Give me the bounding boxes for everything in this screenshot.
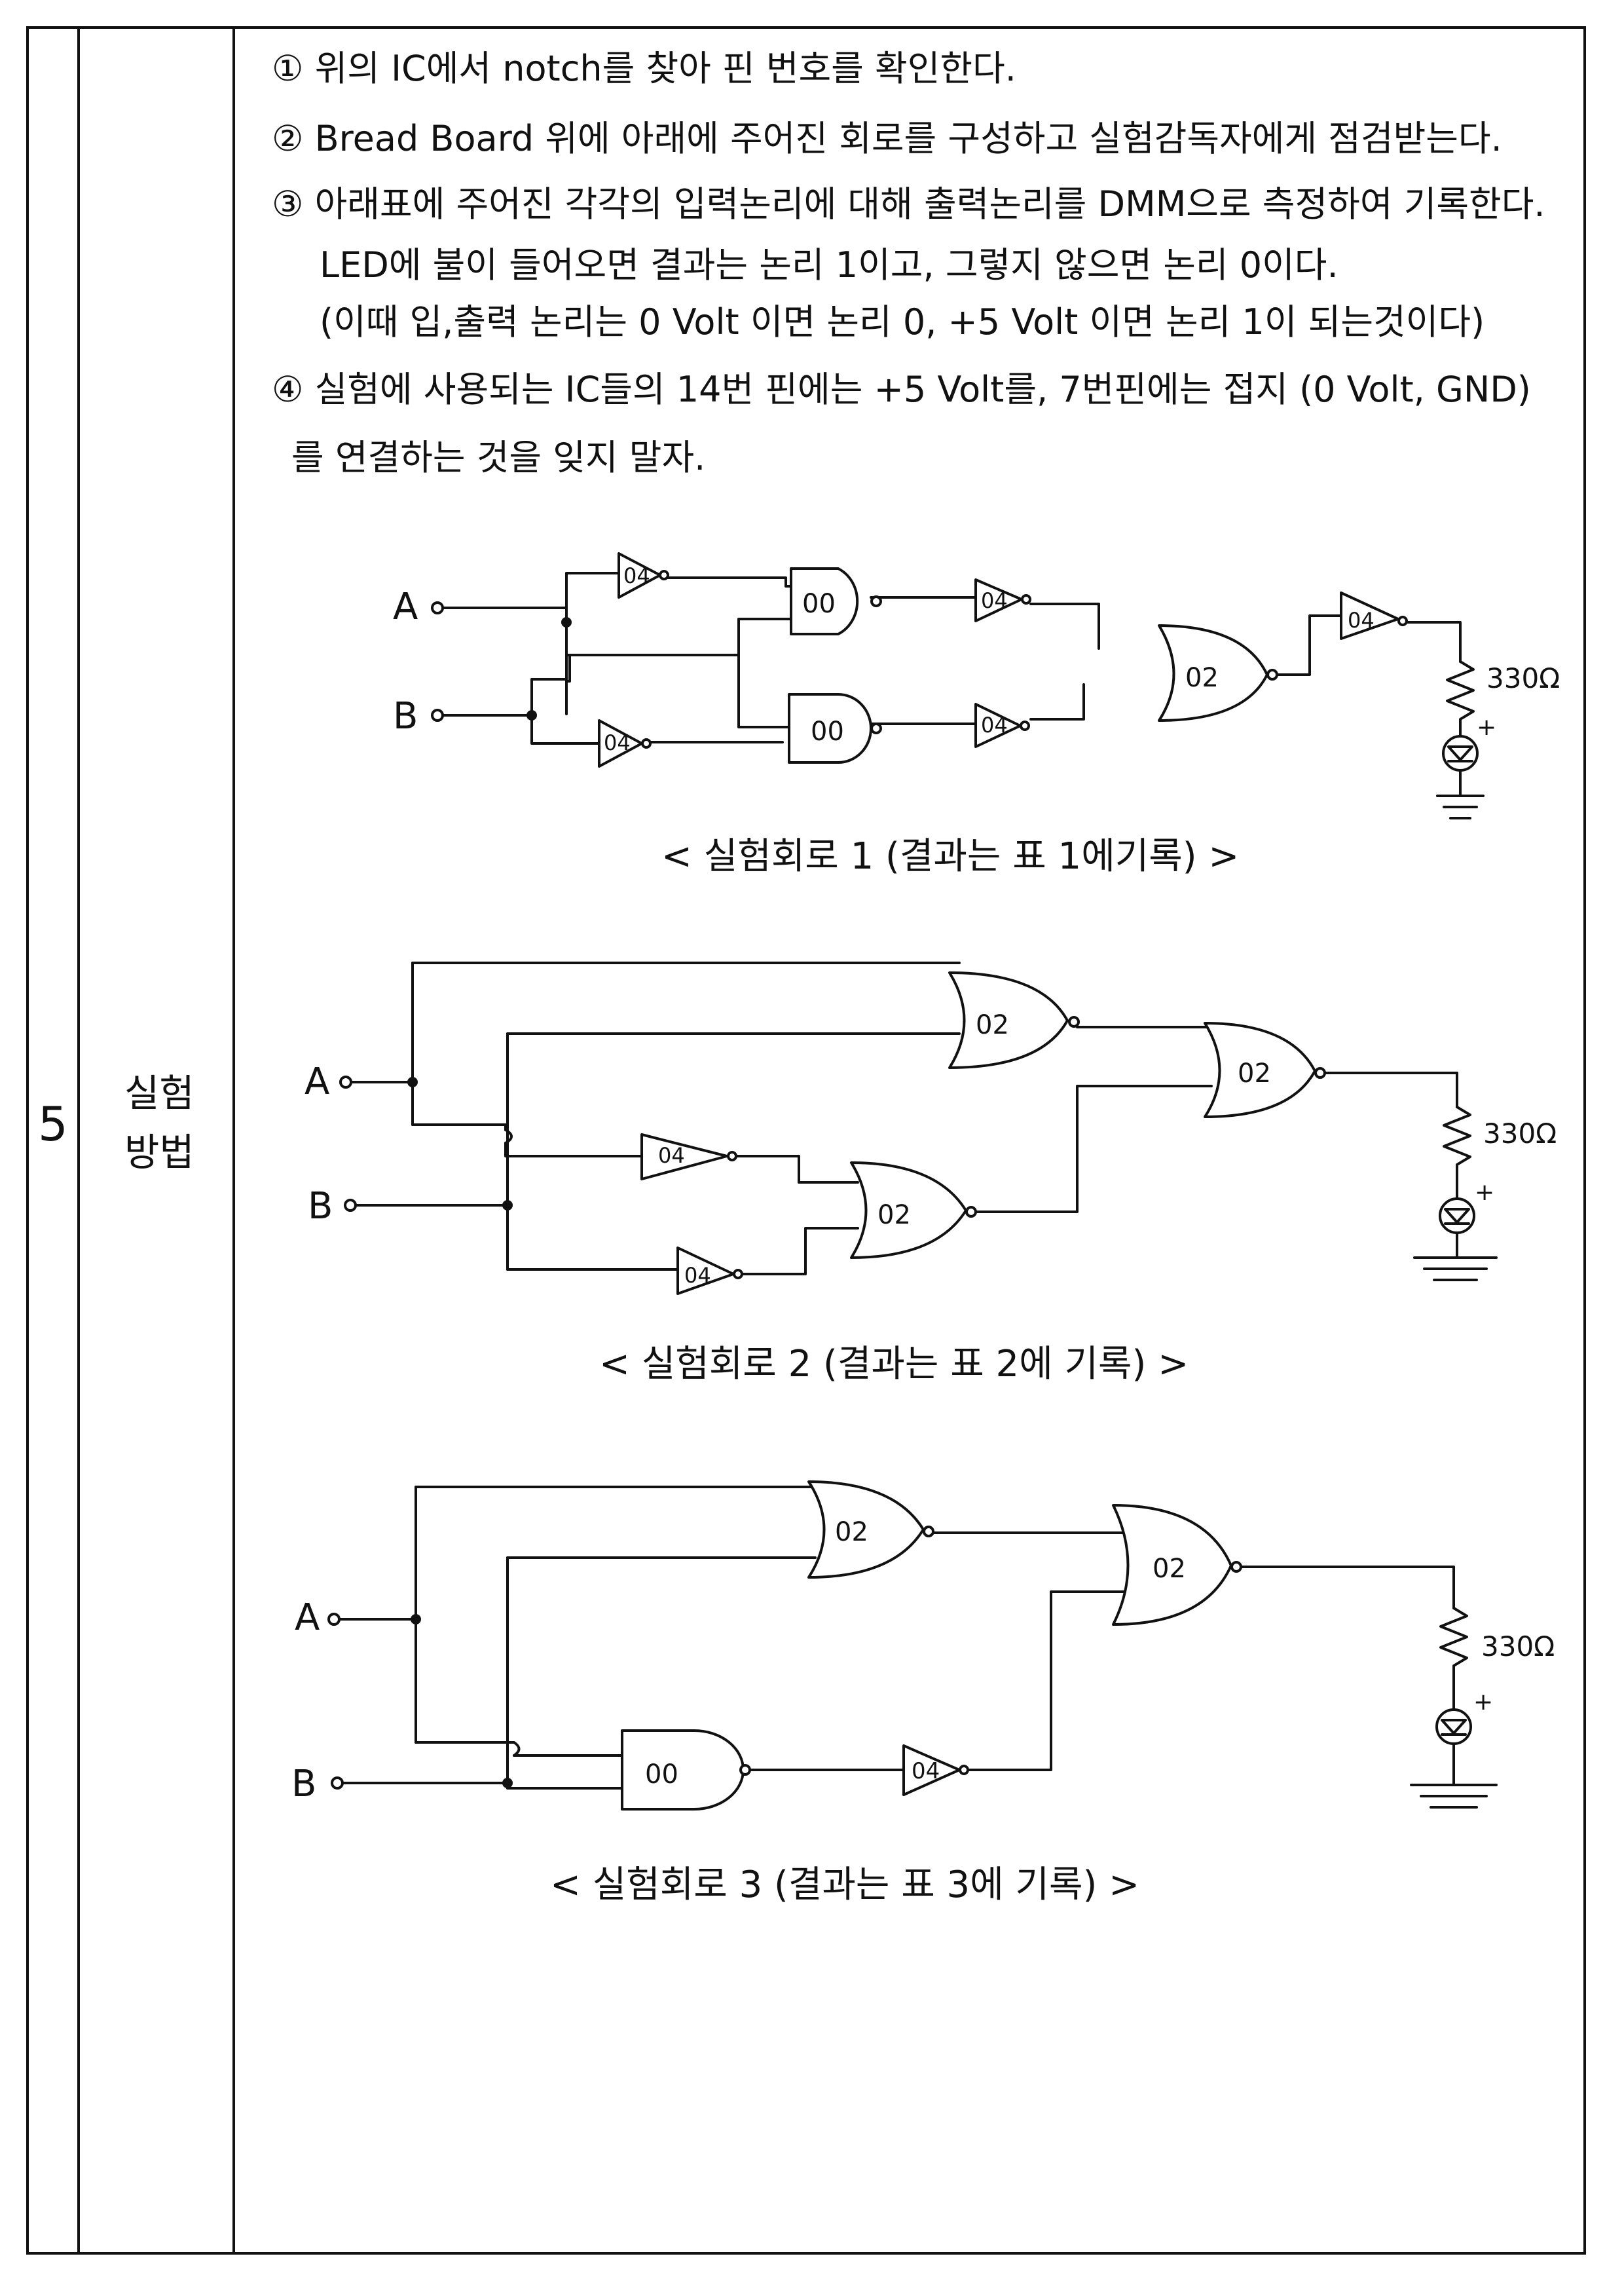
circuit-2-caption: < 실험회로 2 (결과는 표 2에 기록) >	[599, 1343, 1189, 1385]
instruction-step-3-cont: LED에 불이 들어오면 결과는 논리 1이고, 그렇지 않으면 논리 0이다.	[320, 244, 1338, 286]
svg-text:04: 04	[604, 730, 631, 755]
svg-text:02: 02	[1153, 1554, 1186, 1584]
svg-text:04: 04	[981, 713, 1008, 738]
circuit-2-resistor-label: 330Ω	[1483, 1117, 1557, 1150]
frame-left-border	[26, 26, 29, 2253]
circuit-2: A B 02	[304, 962, 1557, 1295]
circuit-3-junction	[411, 1614, 421, 1624]
frame-column-divider-2	[232, 26, 235, 2253]
circuit-1-input-a-label: A	[393, 586, 418, 628]
circuit-1-resistor-label: 330Ω	[1486, 662, 1560, 694]
circuit-2-input-a-terminal	[339, 1076, 352, 1089]
circuit-2-led-indicator	[1439, 1197, 1475, 1234]
circuit-3-resistor-label: 330Ω	[1481, 1630, 1555, 1662]
circuit-3-led-indicator	[1435, 1708, 1472, 1745]
instruction-step-3-note: (이때 입,출력 논리는 0 Volt 이면 논리 0, +5 Volt 이면 …	[320, 301, 1485, 343]
circuit-3-nor-gate-02: 02	[807, 1480, 934, 1579]
circuit-2-junction	[502, 1200, 513, 1211]
frame-top-border	[26, 26, 1586, 29]
circuit-2-led-plus: +	[1475, 1179, 1494, 1206]
instruction-step-4: ④ 실험에 사용되는 IC들의 14번 핀에는 +5 Volt를, 7번핀에는 …	[272, 369, 1531, 410]
section-title-line1: 실험	[124, 1071, 194, 1116]
svg-text:00: 00	[802, 589, 836, 619]
circuit-1-wires	[441, 572, 1485, 819]
circuit-1-input-a-terminal	[431, 601, 444, 614]
svg-text:02: 02	[835, 1517, 868, 1547]
circuit-1-not-gate-04: 04	[1340, 591, 1408, 640]
circuit-3-nand-gate-00: 00	[621, 1729, 751, 1811]
circuit-2-wires	[350, 962, 1498, 1281]
svg-text:02: 02	[1238, 1059, 1271, 1089]
circuit-3-led-plus: +	[1473, 1689, 1493, 1716]
circuit-1-caption: < 실험회로 1 (결과는 표 1에기록) >	[661, 835, 1240, 878]
svg-text:00: 00	[645, 1759, 678, 1790]
circuit-1-nor-gate-02: 02	[1158, 624, 1278, 722]
circuit-3-caption: < 실험회로 3 (결과는 표 3에 기록) >	[550, 1864, 1140, 1906]
circuit-3-input-b-terminal	[331, 1776, 344, 1790]
circuit-1: A B	[393, 552, 1560, 819]
instruction-step-2: ② Bread Board 위에 아래에 주어진 회로를 구성하고 실험감독자에…	[272, 118, 1502, 159]
svg-text:00: 00	[811, 717, 844, 747]
svg-text:04: 04	[658, 1143, 685, 1168]
circuit-2-nor-gate-02: 02	[850, 1161, 977, 1259]
circuit-3-junction	[502, 1778, 513, 1788]
svg-text:02: 02	[877, 1200, 911, 1230]
instruction-step-3: ③ 아래표에 주어진 각각의 입력논리에 대해 출력논리를 DMM으로 측정하여…	[272, 183, 1545, 225]
circuit-1-junction	[561, 617, 572, 628]
circuit-2-not-gate-04: 04	[676, 1247, 743, 1295]
circuit-3: A B 02	[291, 1480, 1555, 1811]
frame-column-divider-1	[77, 26, 80, 2253]
circuit-1-led-indicator	[1442, 735, 1479, 772]
circuit-2-input-b-label: B	[308, 1185, 333, 1228]
circuit-1-input-b-label: B	[393, 695, 418, 738]
circuit-3-input-a-terminal	[327, 1613, 341, 1626]
circuit-1-nand-gate-00: 00	[788, 693, 882, 764]
frame-bottom-border	[26, 2252, 1586, 2255]
circuit-1-not-gate-04: 04	[618, 552, 669, 599]
svg-text:04: 04	[684, 1263, 711, 1288]
section-number: 5	[38, 1097, 68, 1152]
svg-text:02: 02	[1185, 663, 1219, 693]
circuit-2-nor-gate-02: 02	[1204, 1022, 1326, 1118]
svg-text:02: 02	[976, 1010, 1009, 1040]
circuit-2-not-gate-04: 04	[640, 1133, 737, 1180]
circuit-1-nand-gate-00: 00	[790, 567, 882, 635]
section-title-line2: 방법	[124, 1130, 194, 1174]
circuit-1-not-gate-04: 04	[974, 578, 1031, 622]
instruction-step-1: ① 위의 IC에서 notch를 찾아 핀 번호를 확인한다.	[272, 48, 1016, 89]
circuit-3-input-b-label: B	[291, 1763, 316, 1805]
circuit-2-input-a-label: A	[304, 1061, 329, 1103]
svg-text:04: 04	[912, 1758, 940, 1784]
circuit-3-input-a-label: A	[295, 1596, 320, 1639]
svg-text:04: 04	[981, 588, 1008, 613]
svg-text:04: 04	[1348, 608, 1375, 633]
frame-right-border	[1583, 26, 1586, 2253]
circuit-1-junction	[526, 710, 537, 721]
circuit-2-input-b-terminal	[344, 1199, 357, 1212]
circuit-3-nor-gate-02: 02	[1112, 1504, 1242, 1626]
instruction-step-4-cont: 를 연결하는 것을 잊지 말자.	[291, 437, 706, 478]
circuit-1-input-b-terminal	[431, 709, 444, 722]
svg-text:04: 04	[623, 563, 650, 588]
circuit-1-not-gate-04: 04	[598, 719, 652, 768]
circuit-1-led-plus: +	[1477, 714, 1496, 741]
circuit-3-not-gate-04: 04	[902, 1744, 969, 1796]
circuit-2-junction	[407, 1077, 418, 1087]
circuit-1-not-gate-04: 04	[974, 703, 1030, 748]
circuit-2-nor-gate-02: 02	[948, 971, 1080, 1069]
